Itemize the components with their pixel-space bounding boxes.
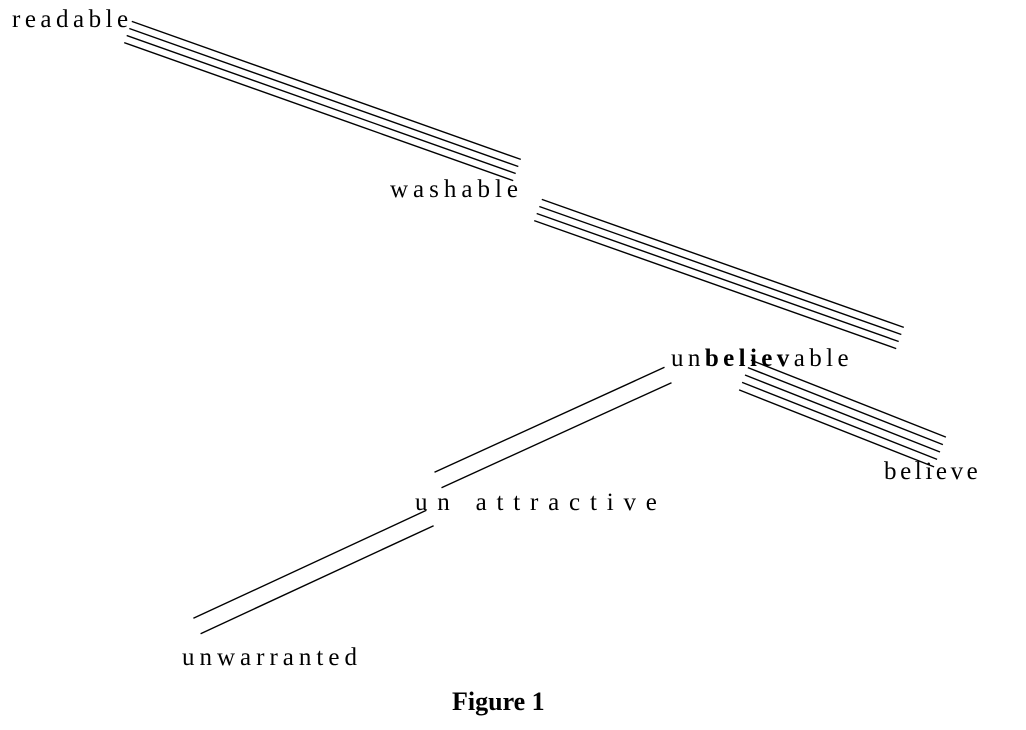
link-lines <box>123 20 947 635</box>
link-line-readable-washable <box>126 34 516 175</box>
link-line-unbelievable-believe <box>738 389 935 468</box>
link-line-unattractive-unwarranted <box>193 509 427 619</box>
link-line-unbelievable-believe <box>747 366 944 446</box>
word-unbelievable: unbelievable <box>671 345 853 372</box>
link-line-unbelievable-believe <box>750 359 947 438</box>
word-believe: believe <box>884 458 981 485</box>
link-line-readable-washable <box>123 41 514 182</box>
link-line-readable-washable <box>129 27 519 168</box>
link-line-unbelievable-unattractive <box>434 366 665 473</box>
link-line-washable-unbelievable <box>533 219 897 350</box>
word-washable: washable <box>390 176 523 203</box>
figure-caption: Figure 1 <box>452 687 545 716</box>
word-unwarranted: unwarranted <box>182 644 362 671</box>
word-unbelievable-prefix: un <box>671 345 705 372</box>
link-line-washable-unbelievable <box>541 198 905 329</box>
word-unbelievable-stem: believ <box>705 345 794 372</box>
link-line-unbelievable-believe <box>744 374 941 453</box>
link-line-readable-washable <box>131 20 522 161</box>
link-line-washable-unbelievable <box>539 205 902 336</box>
link-line-unbelievable-believe <box>741 381 938 461</box>
word-unbelievable-suffix: able <box>794 345 853 372</box>
word-unattractive: un attractive <box>415 489 667 516</box>
link-line-unattractive-unwarranted <box>200 525 434 635</box>
link-line-washable-unbelievable <box>536 212 899 343</box>
word-readable: readable <box>12 6 133 33</box>
link-line-unbelievable-unattractive <box>441 382 672 489</box>
